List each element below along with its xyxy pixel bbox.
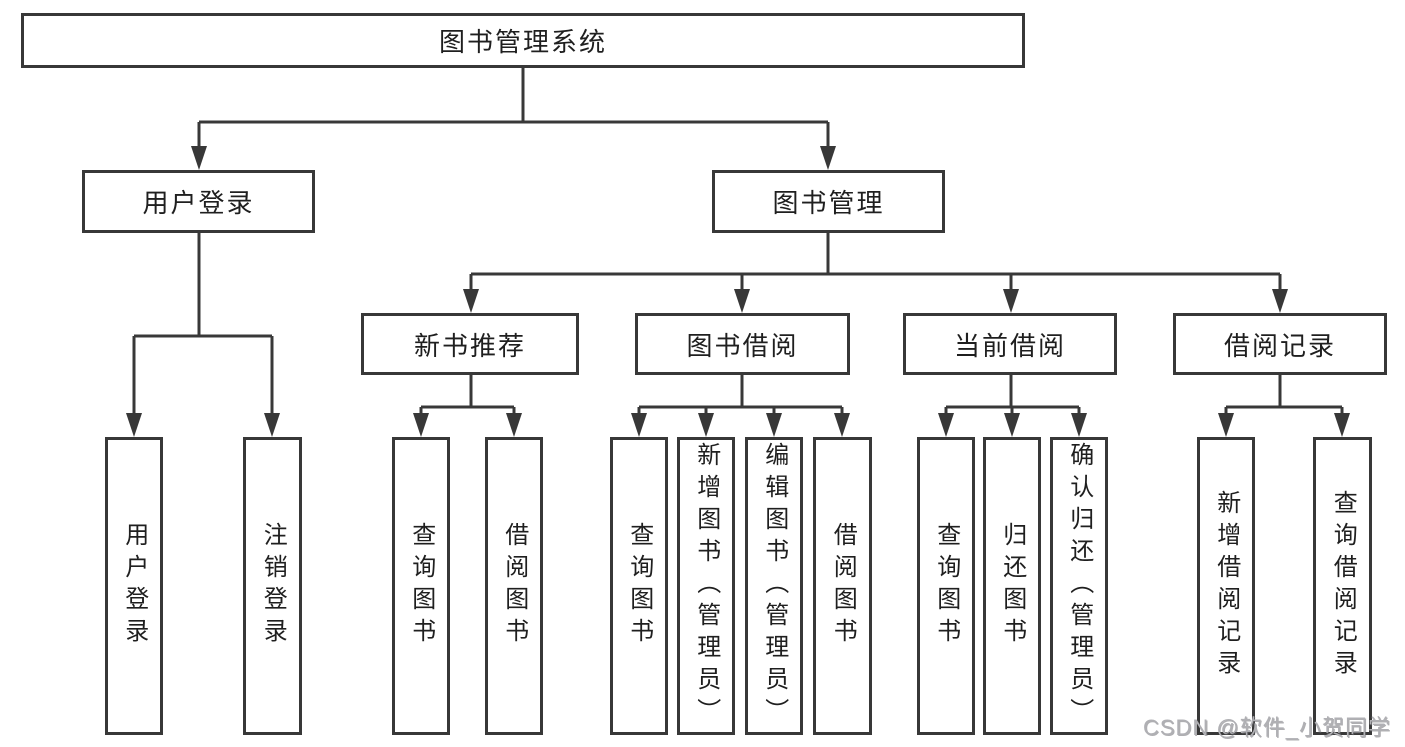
- node-label: 归还图书: [998, 522, 1026, 650]
- node-label: 借阅记录: [1223, 330, 1336, 361]
- arrow-down-icon: [820, 146, 836, 170]
- node-label: 注销登录: [259, 522, 287, 650]
- leaf-query-borrow-record: 查询借阅记录: [1313, 437, 1372, 735]
- node-label: 借阅图书: [500, 522, 528, 650]
- leaf-logout: 注销登录: [243, 437, 302, 735]
- leaf-borrow-books: 借阅图书: [813, 437, 872, 735]
- node-label: 用户登录: [142, 188, 255, 218]
- arrow-down-icon: [631, 413, 647, 437]
- arrow-down-icon: [734, 289, 750, 313]
- leaf-query-books-current: 查询图书: [917, 437, 975, 735]
- arrow-down-icon: [766, 413, 782, 437]
- arrow-down-icon: [264, 413, 280, 437]
- leaf-add-borrow-record: 新增借阅记录: [1197, 437, 1255, 735]
- leaf-return-books: 归还图书: [983, 437, 1041, 735]
- leaf-edit-books-admin: 编辑图书（管理员）: [745, 437, 803, 735]
- arrow-down-icon: [463, 289, 479, 313]
- arrow-down-icon: [938, 413, 954, 437]
- node-label: 图书管理: [772, 188, 885, 218]
- leaf-borrow-books-recommend: 借阅图书: [485, 437, 543, 735]
- node-label: 图书借阅: [686, 330, 799, 361]
- node-label: 新增借阅记录: [1212, 490, 1240, 682]
- arrowheads: [126, 146, 1350, 437]
- node-label: 查询图书: [932, 522, 960, 650]
- node-label: 查询借阅记录: [1329, 490, 1357, 682]
- node-label: 确认归还（管理员）: [1065, 442, 1093, 730]
- csdn-watermark: CSDN @软件_小贺同学: [1142, 715, 1391, 740]
- node-new-book-recommend: 新书推荐: [361, 313, 579, 375]
- node-label: 新书推荐: [413, 330, 526, 361]
- node-borrowing-records: 借阅记录: [1173, 313, 1387, 375]
- arrow-down-icon: [1218, 413, 1234, 437]
- tree-edges: [132, 68, 1344, 417]
- node-label: 编辑图书（管理员）: [760, 442, 788, 730]
- arrow-down-icon: [191, 146, 207, 170]
- node-library-management-system: 图书管理系统: [21, 13, 1025, 68]
- arrow-down-icon: [126, 413, 142, 437]
- arrow-down-icon: [698, 413, 714, 437]
- arrow-down-icon: [834, 413, 850, 437]
- node-book-borrowing: 图书借阅: [635, 313, 850, 375]
- node-label: 图书管理系统: [438, 27, 607, 57]
- node-label: 查询图书: [407, 522, 435, 650]
- arrow-down-icon: [1272, 289, 1288, 313]
- node-label: 当前借阅: [953, 330, 1066, 361]
- leaf-user-login: 用户登录: [105, 437, 163, 735]
- leaf-add-books-admin: 新增图书（管理员）: [677, 437, 735, 735]
- node-user-login: 用户登录: [82, 170, 315, 233]
- arrow-down-icon: [1334, 413, 1350, 437]
- node-label: 用户登录: [120, 522, 148, 650]
- leaf-confirm-return-admin: 确认归还（管理员）: [1050, 437, 1108, 735]
- node-book-management: 图书管理: [712, 170, 945, 233]
- node-label: 新增图书（管理员）: [692, 442, 720, 730]
- leaf-query-books-borrowing: 查询图书: [610, 437, 668, 735]
- leaf-query-books-recommend: 查询图书: [392, 437, 450, 735]
- node-label: 借阅图书: [829, 522, 857, 650]
- node-label: 查询图书: [625, 522, 653, 650]
- arrow-down-icon: [413, 413, 429, 437]
- arrow-down-icon: [1071, 413, 1087, 437]
- arrow-down-icon: [506, 413, 522, 437]
- node-current-borrowing: 当前借阅: [903, 313, 1117, 375]
- arrow-down-icon: [1003, 289, 1019, 313]
- arrow-down-icon: [1004, 413, 1020, 437]
